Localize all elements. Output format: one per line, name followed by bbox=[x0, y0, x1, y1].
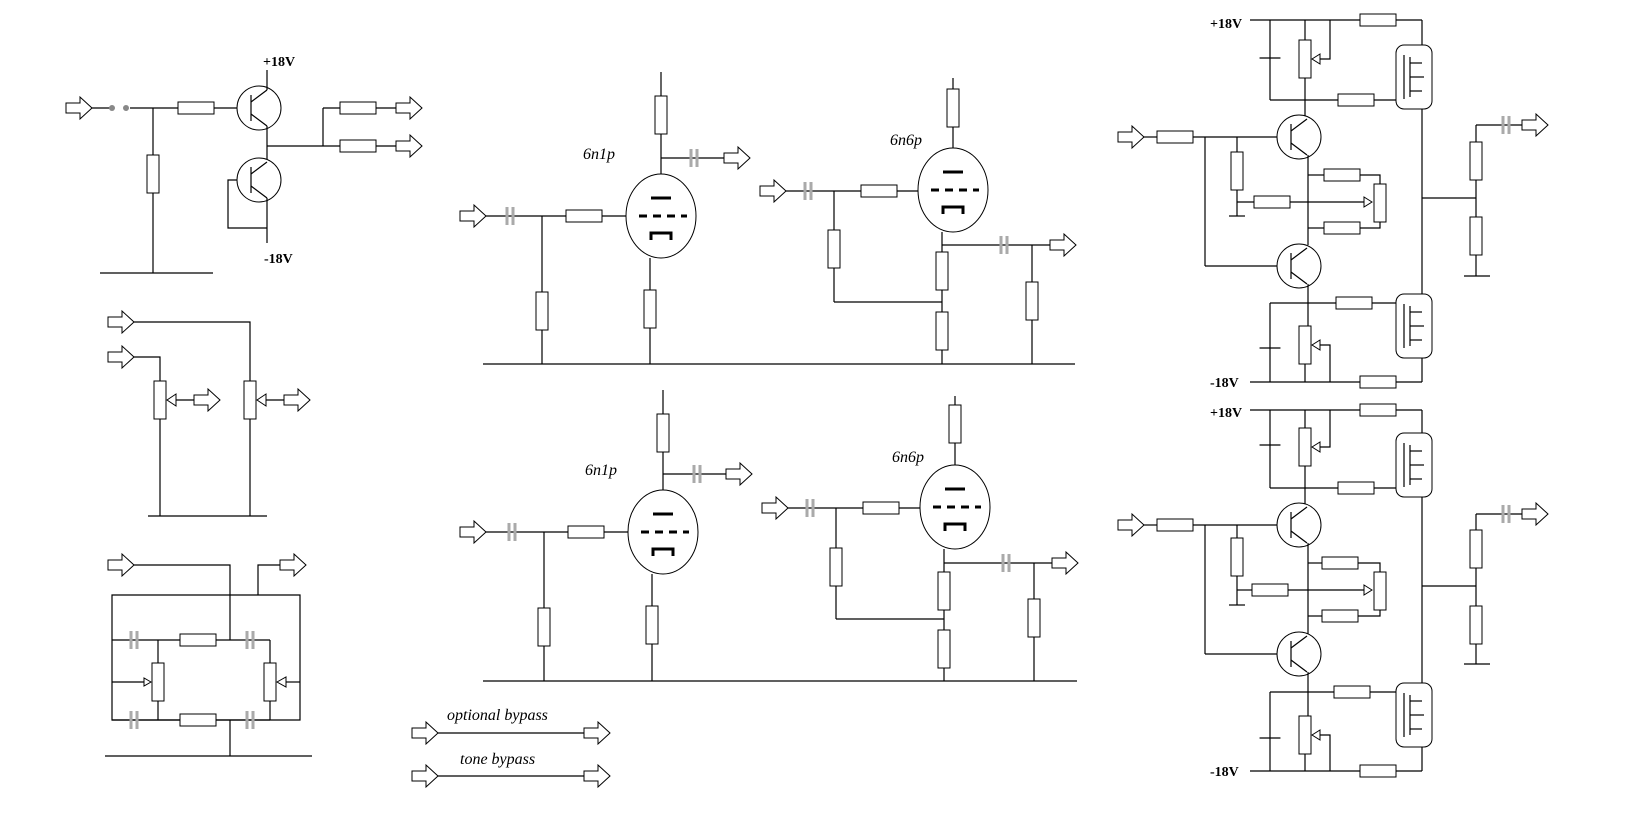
label-pos18-input-buffer: +18V bbox=[263, 55, 295, 70]
tube-stage-bottom bbox=[459, 390, 1079, 682]
volume-pot-circuit bbox=[107, 310, 311, 517]
label-neg18-amp-bottom: -18V bbox=[1210, 765, 1239, 780]
tone-stack-circuit bbox=[105, 553, 312, 757]
power-amp-bottom bbox=[1117, 403, 1549, 778]
tube-stage-top bbox=[459, 72, 1077, 365]
bypass-legend bbox=[411, 721, 611, 788]
label-6n6p-top: 6n6p bbox=[890, 132, 922, 149]
label-neg18-input-buffer: -18V bbox=[264, 252, 293, 267]
power-amp-top bbox=[1117, 13, 1549, 389]
label-tone-bypass: tone bypass bbox=[460, 751, 535, 768]
label-pos18-amp-bottom: +18V bbox=[1210, 406, 1242, 421]
label-optional-bypass: optional bypass bbox=[447, 707, 548, 724]
label-neg18-amp-top: -18V bbox=[1210, 376, 1239, 391]
input-buffer-circuit bbox=[65, 70, 423, 274]
label-6n6p-bottom: 6n6p bbox=[892, 449, 924, 466]
label-6n1p-top: 6n1p bbox=[583, 146, 615, 163]
label-pos18-amp-top: +18V bbox=[1210, 17, 1242, 32]
label-6n1p-bottom: 6n1p bbox=[585, 462, 617, 479]
